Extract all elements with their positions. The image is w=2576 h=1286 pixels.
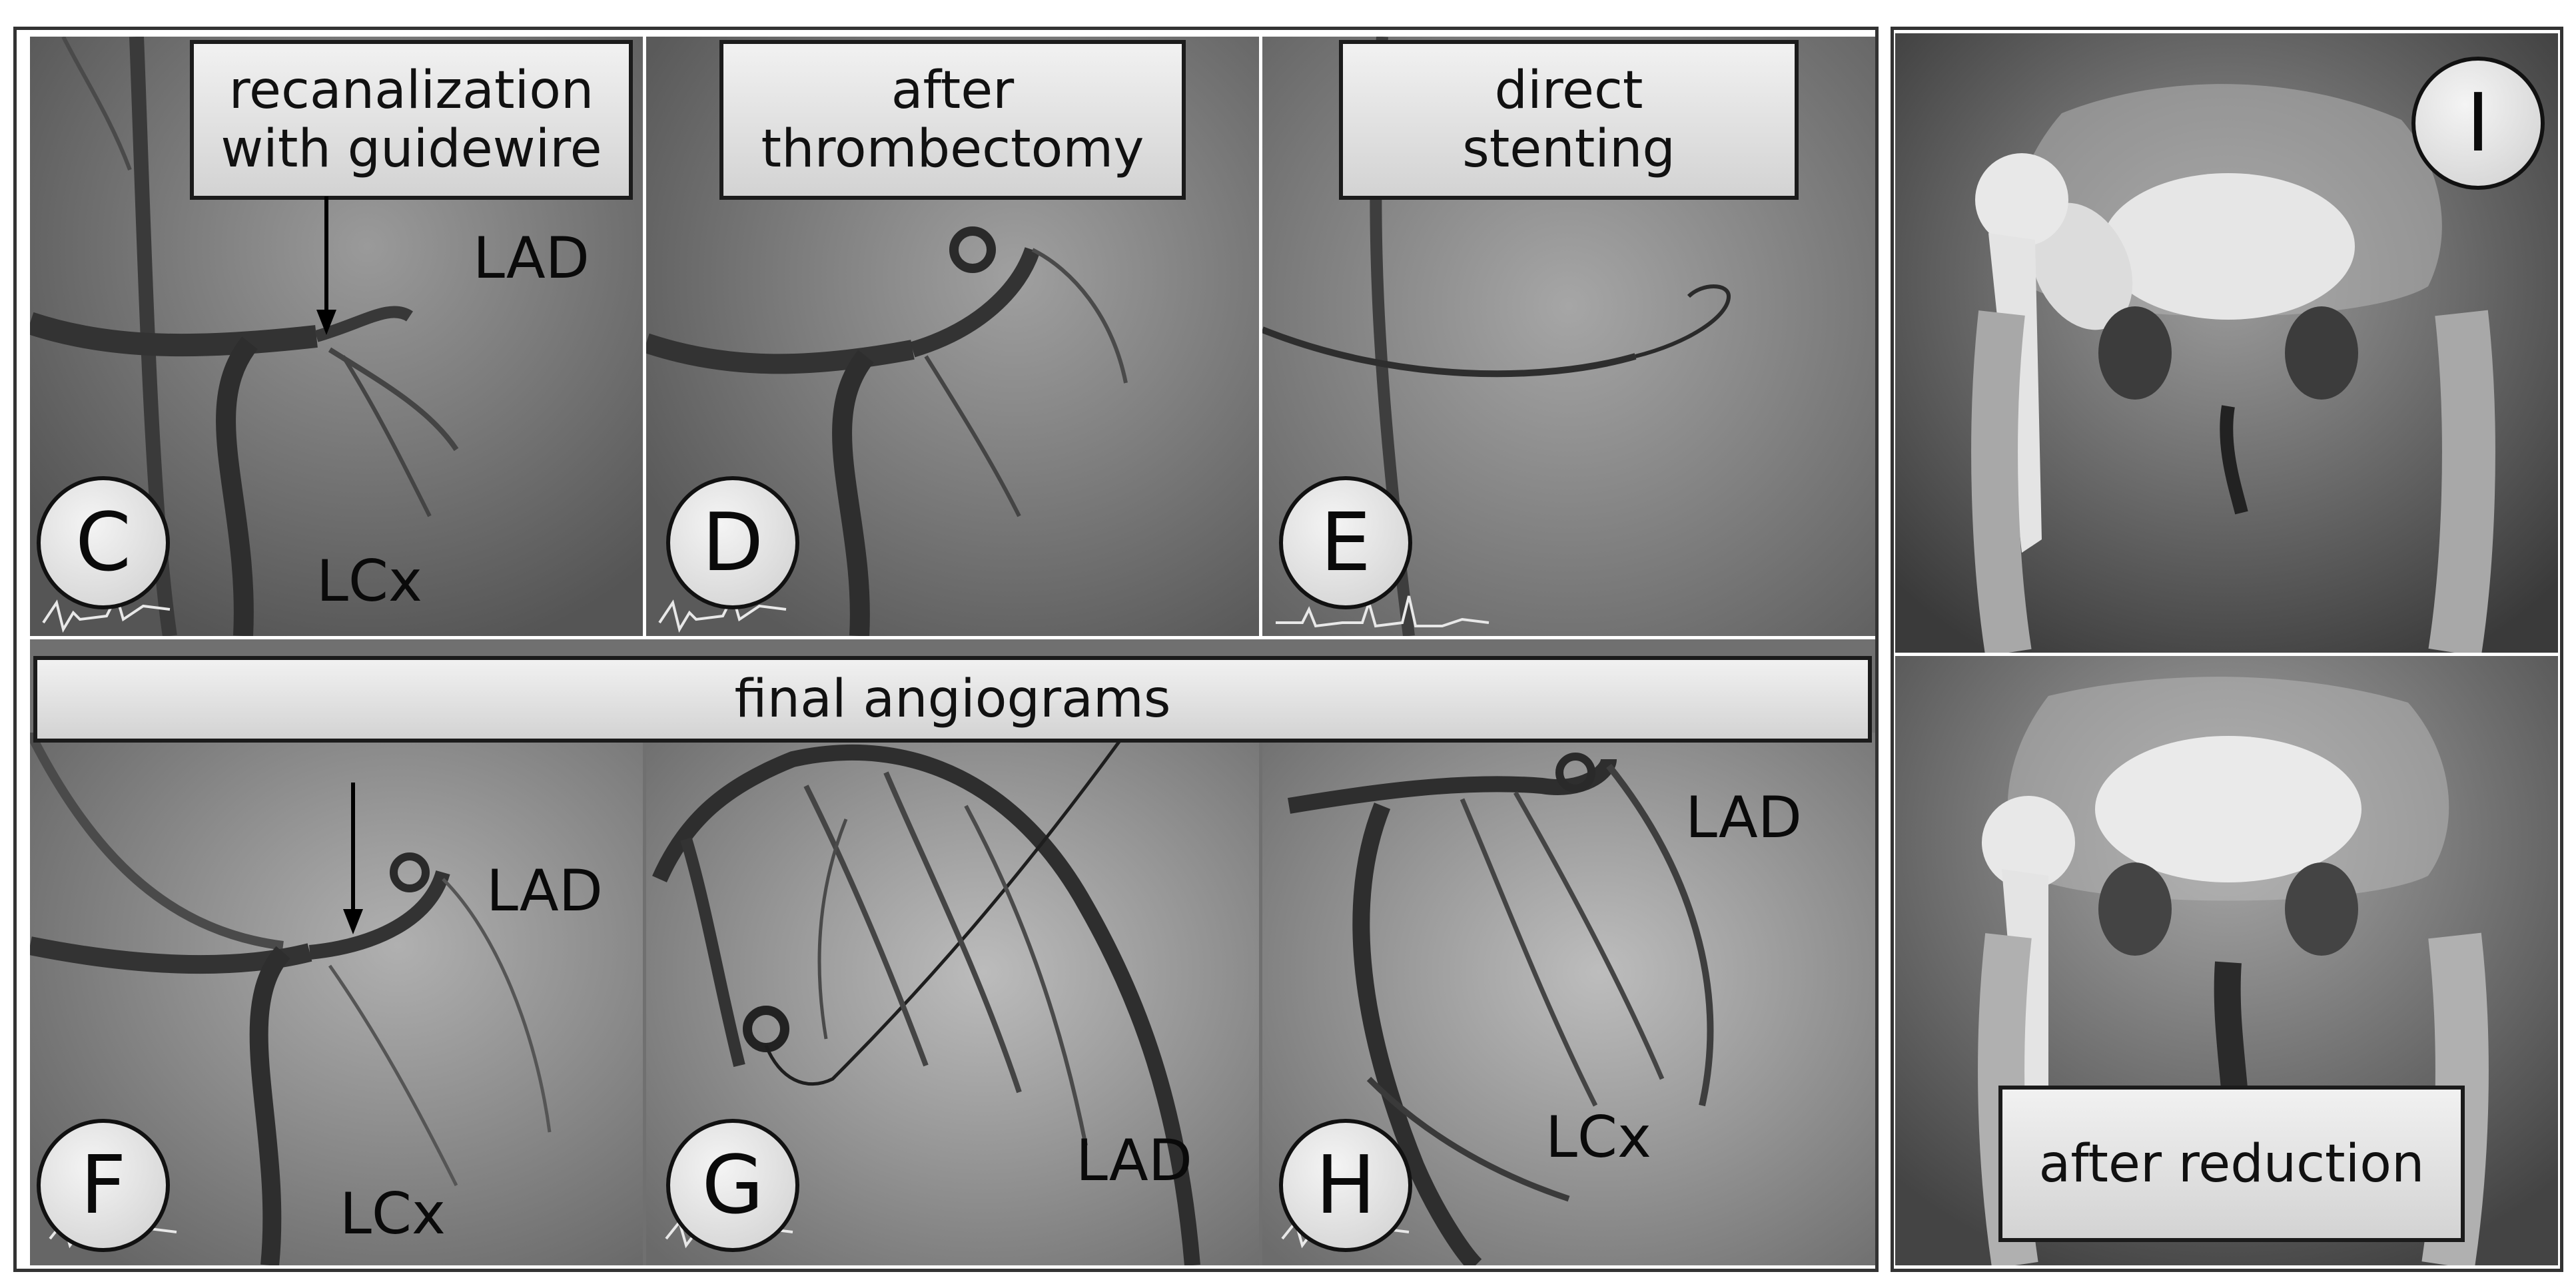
- arrow-icon: [316, 196, 336, 335]
- final-angiograms-banner: final angiograms: [33, 656, 1872, 743]
- panel-i-top: [1895, 33, 2558, 653]
- label-lad-g: LAD: [1076, 1127, 1192, 1194]
- panel-letter-e: E: [1279, 476, 1412, 609]
- label-lad-c: LAD: [473, 225, 590, 292]
- xray-image-before: [1895, 33, 2558, 653]
- label-lad-h: LAD: [1685, 785, 1802, 851]
- panel-letter-d: D: [666, 476, 799, 609]
- panel-letter-f: F: [37, 1119, 170, 1252]
- label-lad-f: LAD: [486, 858, 603, 924]
- caption-d: after thrombectomy: [719, 40, 1186, 200]
- label-lcx-c: LCx: [316, 548, 422, 615]
- caption-c: recanalization with guidewire: [190, 40, 633, 200]
- label-lcx-h: LCx: [1545, 1104, 1651, 1171]
- arrow-icon: [343, 783, 363, 934]
- caption-e: direct stenting: [1339, 40, 1799, 200]
- panel-letter-g: G: [666, 1119, 799, 1252]
- panel-letter-h: H: [1279, 1119, 1412, 1252]
- panel-i-frame: [1891, 27, 2563, 1272]
- label-lcx-f: LCx: [340, 1181, 446, 1247]
- caption-i: after reduction: [1998, 1086, 2465, 1242]
- panel-letter-c: C: [37, 476, 170, 609]
- angiogram-group-frame: [13, 27, 1879, 1272]
- panel-letter-i: I: [2411, 57, 2545, 190]
